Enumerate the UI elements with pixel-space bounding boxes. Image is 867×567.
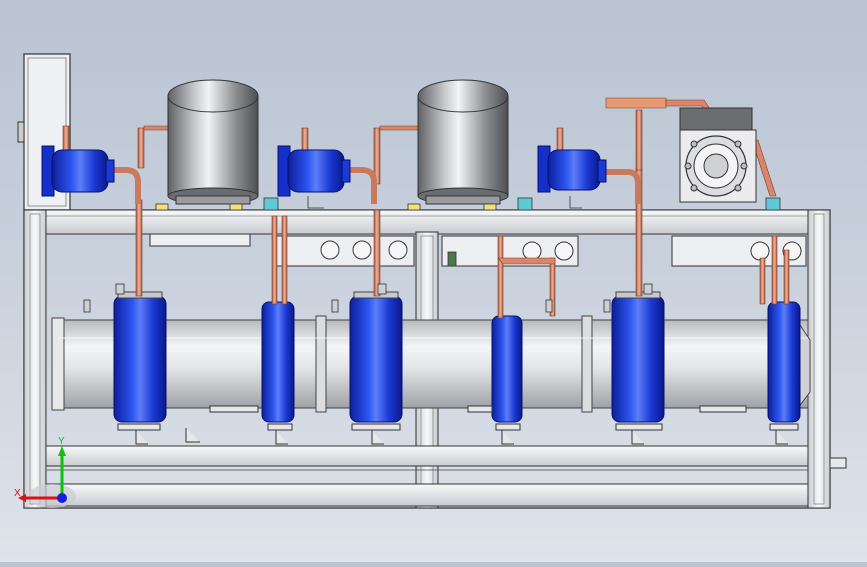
compressor-tank-left[interactable] <box>167 79 259 205</box>
x-axis-label: X <box>14 488 21 499</box>
valves <box>83 251 653 313</box>
motor-2[interactable] <box>277 145 351 197</box>
receiver-4[interactable] <box>491 315 523 423</box>
receiver-5[interactable] <box>611 291 665 423</box>
junction-boxes <box>149 233 807 267</box>
z-axis <box>57 493 67 503</box>
receiver-2[interactable] <box>261 301 295 423</box>
discharge-bends <box>108 167 641 204</box>
motor-1[interactable] <box>41 145 115 197</box>
rail-fittings <box>155 196 781 211</box>
receiver-3[interactable] <box>349 291 403 423</box>
receiver-6[interactable] <box>767 301 801 423</box>
y-axis-label: Y <box>58 436 65 447</box>
semi-hermetic-compressor[interactable] <box>679 107 757 203</box>
receiver-1[interactable] <box>113 291 167 423</box>
brackets <box>117 405 799 445</box>
compressor-tank-right[interactable] <box>417 79 509 205</box>
evaporator-shell[interactable] <box>51 315 811 413</box>
motor-3[interactable] <box>537 145 607 193</box>
coordinate-triad[interactable]: X Y <box>14 436 76 508</box>
